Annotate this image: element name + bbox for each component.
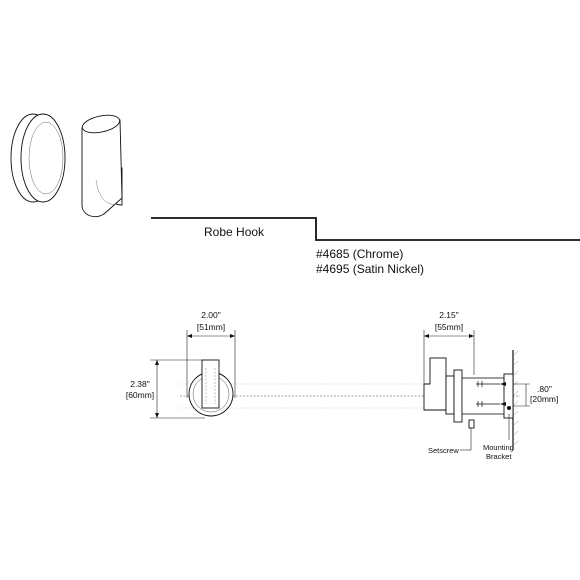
front-view-drawing (188, 359, 234, 417)
setscrew-leader (460, 428, 472, 451)
mounting-bracket-label-2: Bracket (486, 452, 512, 461)
title-step-line (151, 217, 580, 241)
side-depth-in: 2.15" (439, 310, 459, 320)
product-title: Robe Hook (204, 225, 265, 239)
bracket-mm: [20mm] (530, 394, 558, 404)
mounting-bracket-label-1: Mounting (483, 443, 514, 452)
side-depth-dimension (423, 330, 475, 385)
mounting-bracket-leader (507, 406, 511, 440)
bracket-dimension (513, 383, 530, 407)
front-height-in: 2.38" (130, 379, 150, 389)
front-width-mm: [51mm] (197, 322, 225, 332)
front-height-dimension (150, 359, 205, 419)
side-view-drawing (423, 350, 519, 450)
model-chrome: #4685 (Chrome) (316, 247, 403, 261)
robe-hook-illustration (10, 113, 123, 217)
bracket-in: .80" (537, 384, 552, 394)
front-height-mm: [60mm] (126, 390, 154, 400)
model-satin-nickel: #4695 (Satin Nickel) (316, 262, 424, 276)
setscrew-label: Setscrew (428, 446, 459, 455)
side-depth-mm: [55mm] (435, 322, 463, 332)
front-width-in: 2.00" (201, 310, 221, 320)
front-width-dimension (186, 330, 236, 398)
